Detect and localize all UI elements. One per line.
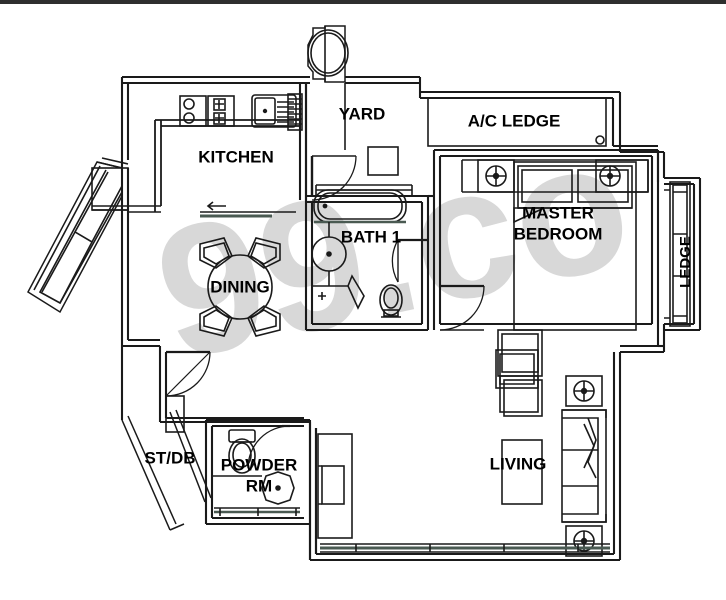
yard-drain-fitting: [307, 25, 349, 83]
armchair: [495, 349, 539, 389]
watermark-99co: 99.co: [140, 99, 646, 399]
room-label-ac-ledge: A/C LEDGE: [468, 111, 561, 130]
living-room: [308, 420, 353, 560]
dining-chair-1: [199, 237, 233, 269]
sliding-glass-door: [320, 543, 610, 553]
round-wash-basin: [311, 222, 347, 286]
room-label-powder-rm-line2: RM: [246, 476, 272, 495]
powder-toilet: [228, 429, 256, 474]
ledge-strip: [664, 181, 691, 327]
top-border-band: [0, 0, 726, 4]
coffee-table: [501, 439, 543, 505]
st-db-room: [120, 346, 310, 531]
sofa: [561, 409, 607, 523]
dining-chair-3: [199, 305, 233, 337]
kitchen-counter-edge: [200, 201, 296, 218]
side-table-upper-lamp: [565, 375, 603, 407]
angled-bay-window: [27, 157, 129, 314]
corridor: [428, 148, 658, 331]
ac-ledge-enclosure: [427, 97, 607, 147]
room-label-bath-1: BATH 1: [341, 227, 401, 246]
dining-chair-4: [247, 305, 281, 337]
room-label-ledge: LEDGE: [677, 236, 694, 288]
room-label-st-db: ST/DB: [145, 448, 196, 467]
bedside-lamp-left: [477, 159, 515, 193]
watermark-text: 99.co: [140, 99, 646, 399]
room-label-master-bedroom-line1: MASTER: [522, 203, 594, 222]
tv-console: [497, 329, 543, 377]
kitchen-cooktop: [179, 95, 235, 127]
dining-chairs: [199, 237, 281, 337]
room-label-dining: DINING: [210, 277, 270, 296]
room-label-powder-rm-line1: POWDER: [221, 455, 298, 474]
round-dining-table: [207, 254, 273, 320]
bath-door-swing: [391, 238, 428, 283]
room-label-yard: YARD: [339, 104, 386, 123]
octagonal-basin: [261, 471, 295, 505]
dining-chair-2: [247, 237, 281, 269]
room-label-master-bedroom-line2: BEDROOM: [514, 224, 603, 243]
side-table-top: [499, 375, 543, 417]
kitchen-sink: [251, 94, 297, 128]
left-window-boxes: [91, 167, 129, 211]
room-label-kitchen: KITCHEN: [198, 147, 274, 166]
bedside-lamp-right: [595, 159, 649, 193]
powder-room: [204, 418, 310, 526]
bath-toilet: [379, 284, 403, 318]
room-label-living: LIVING: [490, 454, 547, 473]
bath-shower-screen: [311, 274, 365, 324]
